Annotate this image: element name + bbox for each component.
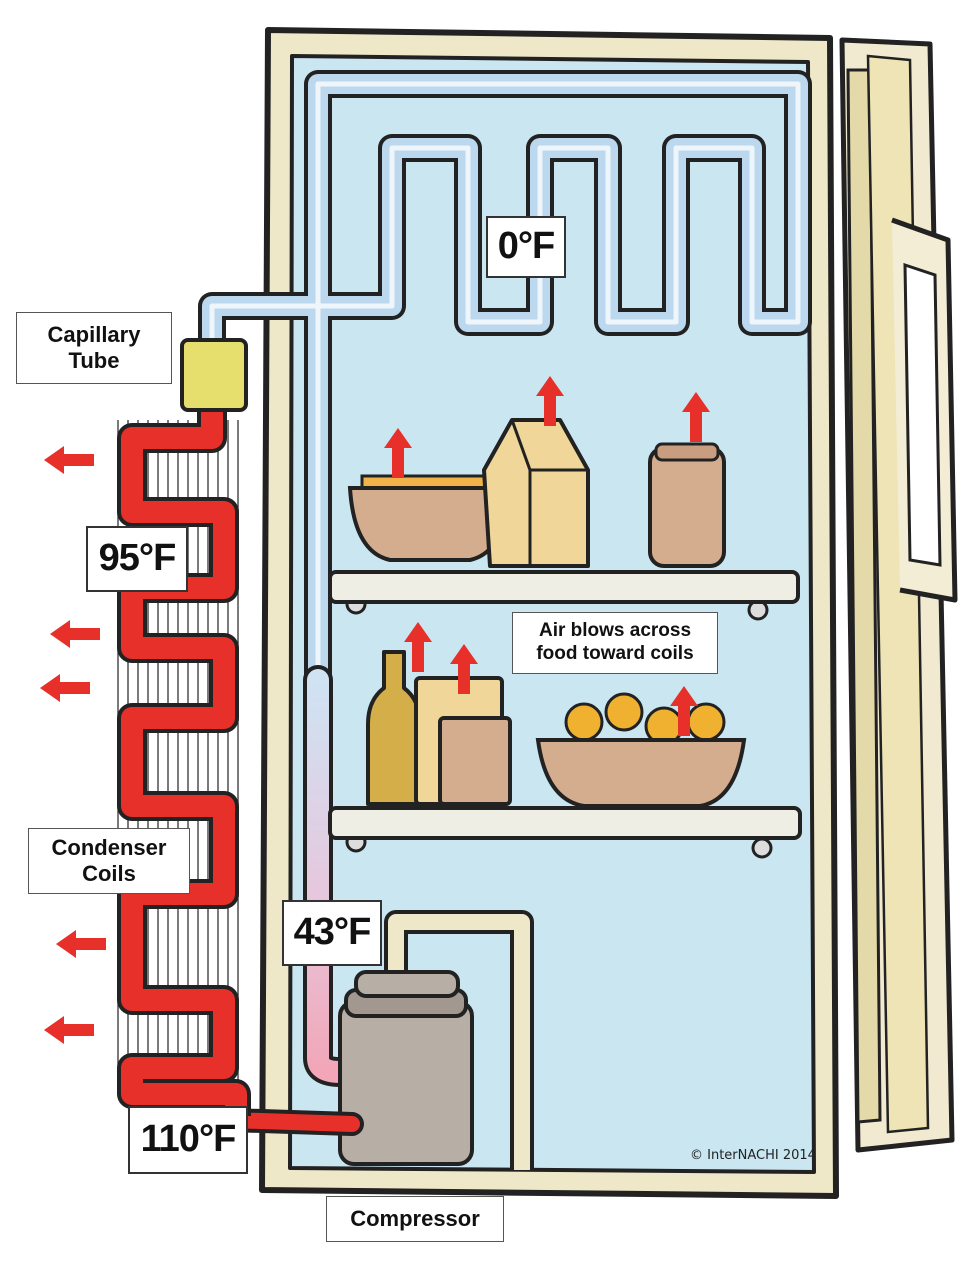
copyright-notice: © InterNACHI 2014 (690, 1148, 816, 1163)
air-flow-label: Air blows across food toward coils (512, 612, 718, 674)
air-arrow-4 (404, 622, 432, 672)
compressor-frame (384, 910, 534, 1170)
temp-evaporator: 0°F (486, 216, 566, 278)
condenser-coils-label-line-1: Condenser (51, 834, 167, 860)
upper-shelf (328, 570, 800, 621)
heat-arrow-5 (44, 1016, 94, 1044)
heat-arrow-3 (40, 674, 90, 702)
capillary-tube-label-line-1: Capillary (47, 321, 141, 347)
pie-bowl (347, 474, 513, 562)
temp-condenser-mid: 95°F (86, 526, 188, 592)
air-arrow-5 (450, 644, 478, 694)
air-arrow-1 (384, 428, 412, 478)
lower-shelf (328, 806, 802, 859)
door-handle (891, 217, 958, 603)
capillary-tube-label-line-2: Tube (68, 348, 120, 373)
condenser-coils-label: Condenser Coils (28, 828, 190, 894)
temp-discharge-text: 110°F (140, 1118, 237, 1161)
air-flow-label-line-1: Air blows across (538, 620, 692, 642)
condenser-coil (117, 410, 251, 1116)
air-arrow-2 (536, 376, 564, 426)
air-arrow-6 (670, 686, 698, 736)
milk-carton (482, 418, 590, 568)
air-flow-label-line-2: food toward coils (536, 643, 694, 664)
heat-arrow-1 (44, 446, 94, 474)
boxes (414, 676, 512, 806)
condenser-coils-label-line-2: Coils (82, 861, 136, 886)
fruit-bowl (535, 692, 747, 808)
heat-arrows (40, 446, 106, 1044)
air-arrow-3 (682, 392, 710, 442)
air-arrows (384, 376, 710, 736)
temp-evaporator-text: 0°F (497, 225, 556, 268)
capillary-tube-label: Capillary Tube (16, 312, 172, 384)
temp-suction-line: 43°F (282, 900, 382, 966)
temp-condenser-mid-text: 95°F (98, 537, 177, 580)
heat-arrow-2 (50, 620, 100, 648)
evaporator-coil (198, 70, 812, 824)
compressor-label-text: Compressor (350, 1205, 480, 1231)
temp-suction-line-text: 43°F (293, 911, 372, 954)
compressor (338, 970, 474, 1166)
compressor-label: Compressor (326, 1196, 504, 1242)
discharge-line (218, 1108, 364, 1136)
jar (648, 442, 726, 568)
temp-discharge: 110°F (128, 1106, 248, 1174)
heat-arrow-4 (56, 930, 106, 958)
capillary-valve (180, 338, 248, 412)
